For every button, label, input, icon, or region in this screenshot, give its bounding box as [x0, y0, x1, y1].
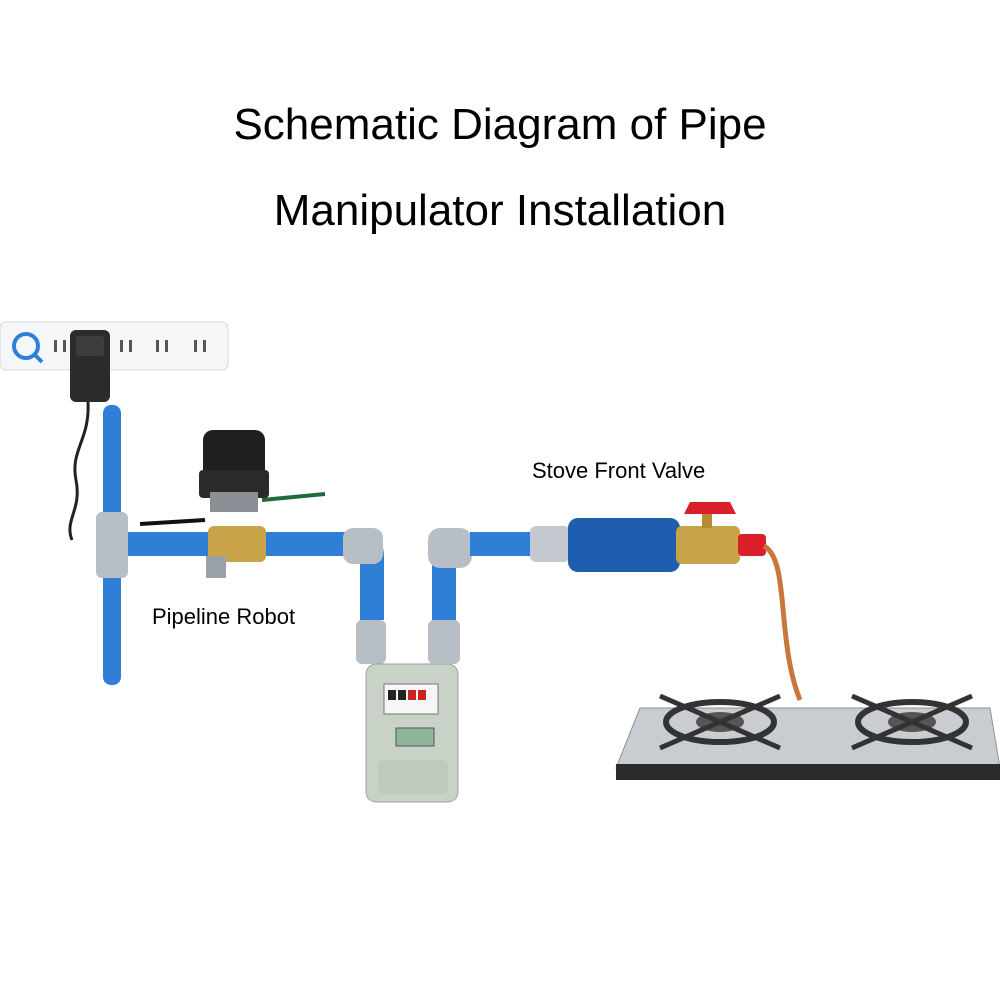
stove-front-valve-icon — [676, 502, 766, 564]
power-adapter-icon — [70, 330, 110, 402]
gas-meter-icon — [365, 663, 459, 803]
elbow-fitting-2 — [428, 528, 472, 568]
ball-valve-icon — [206, 526, 266, 578]
elbow-fitting-1 — [343, 528, 383, 564]
stove-front-valve-label: Stove Front Valve — [532, 458, 706, 483]
power-cable — [68, 401, 90, 541]
coupling-fitting — [530, 526, 570, 562]
tee-fitting — [96, 512, 128, 578]
union-fitting-2 — [428, 620, 460, 664]
manipulator-motor-icon — [139, 430, 326, 526]
gas-stove-icon — [615, 693, 1000, 780]
diagram-title-line-2: Manipulator Installation — [273, 186, 727, 235]
horizontal-pipe-2 — [470, 532, 532, 556]
union-fitting-1 — [356, 620, 386, 664]
gas-filter — [568, 518, 680, 572]
pipeline-robot-label: Pipeline Robot — [152, 604, 296, 629]
gas-hose — [762, 543, 803, 701]
power-strip-icon — [0, 321, 229, 371]
diagram-title-line-1: Schematic Diagram of Pipe — [233, 100, 767, 149]
